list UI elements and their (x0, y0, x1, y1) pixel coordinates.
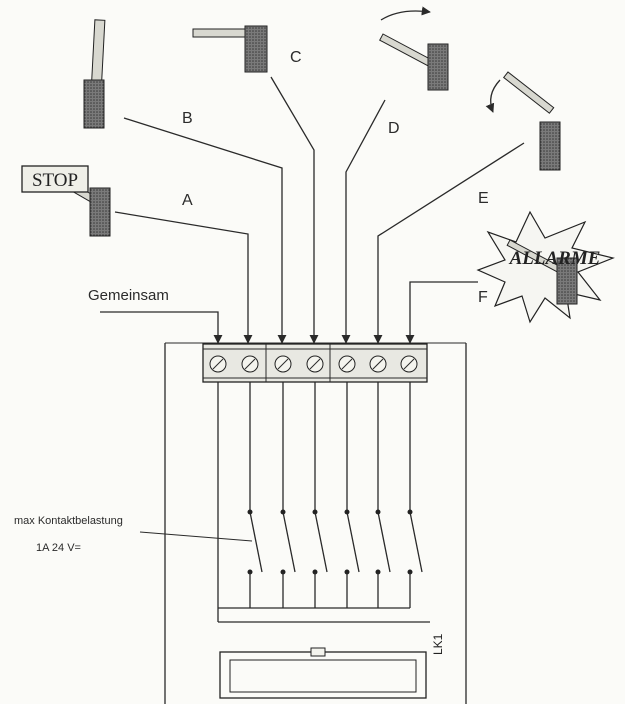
terminal-screw (338, 355, 356, 373)
relay-lk1: LK1 (219, 633, 445, 699)
terminal-screw (400, 355, 418, 373)
leader-lines (100, 76, 525, 344)
contact-traces (217, 382, 430, 623)
relay-label: LK1 (431, 633, 445, 655)
barrier-open-icon (83, 19, 106, 129)
alarm-label: ALLARME (509, 248, 601, 269)
terminal-screw (306, 355, 324, 373)
circuit-board (164, 342, 467, 704)
barrier-stop-icon: STOP (21, 165, 111, 237)
terminal-screw (369, 355, 387, 373)
label-a: A (182, 192, 193, 209)
label-common: Gemeinsam (88, 287, 169, 304)
label-b: B (182, 110, 193, 127)
terminal-screw (241, 355, 259, 373)
barrier-closed-icon (192, 25, 268, 73)
contact-load-label: max Kontaktbelastung (14, 515, 123, 527)
terminal-screw (209, 355, 227, 373)
barrier-opening-icon (379, 6, 449, 91)
terminal-screw (274, 355, 292, 373)
label-f: F (478, 289, 488, 306)
contact-load-value: 1A 24 V= (36, 542, 81, 554)
terminal-block (202, 343, 428, 383)
label-d: D (388, 120, 400, 137)
alarm-burst-icon: ALLARME (476, 210, 615, 324)
stop-sign-label: STOP (32, 170, 78, 191)
label-e: E (478, 190, 489, 207)
barrier-closing-icon (485, 71, 561, 171)
label-c: C (290, 49, 302, 66)
